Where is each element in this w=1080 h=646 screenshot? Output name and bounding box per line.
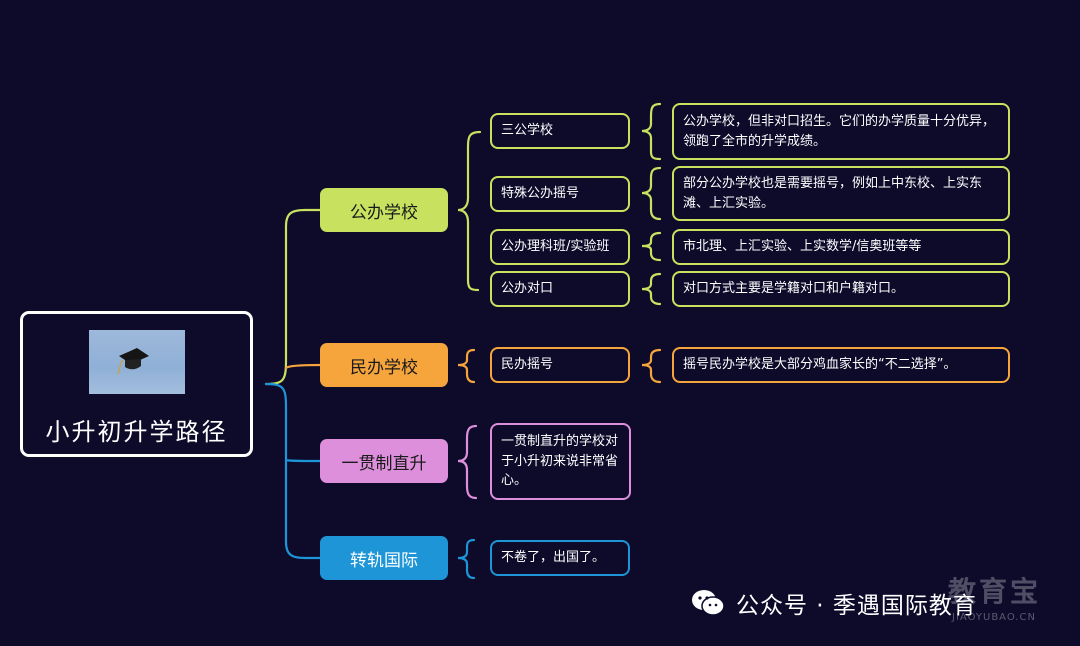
root-title: 小升初升学路径: [45, 418, 228, 446]
category-private-school[interactable]: 民办学校: [320, 343, 448, 387]
item-district-matching[interactable]: 公办对口: [490, 271, 630, 307]
bracket-public-d3: [641, 231, 662, 262]
connector-root-private: [284, 363, 322, 370]
connector-root-public: [264, 208, 322, 386]
bracket-intl: [457, 538, 476, 580]
desc-private-lottery: 摇号民办学校是大部分鸡血家长的“不二选择”。: [672, 347, 1010, 383]
wechat-watermark: 公众号 · 季遇国际教育: [690, 586, 977, 620]
bracket-private: [457, 348, 476, 384]
item-through-train[interactable]: 一贯制直升的学校对于小升初来说非常省心。: [490, 423, 631, 500]
bracket-public-d1: [641, 102, 662, 161]
desc-three-public: 公办学校，但非对口招生。它们的办学质量十分优异，领跑了全市的升学成绩。: [672, 103, 1010, 160]
item-science-class[interactable]: 公办理科班/实验班: [490, 229, 630, 265]
bracket-public-d4: [641, 272, 662, 306]
wechat-icon: [690, 588, 726, 618]
graduation-cap-photo: [88, 330, 185, 394]
bracket-public-d2: [641, 166, 662, 221]
brand-watermark-url: JIAOYUBAO.CN: [952, 612, 1036, 623]
category-public-school[interactable]: 公办学校: [320, 188, 448, 232]
desc-special-lottery: 部分公办学校也是需要摇号，例如上中东校、上实东滩、上汇实验。: [672, 166, 1010, 221]
connector-root-through: [264, 382, 322, 560]
item-private-lottery[interactable]: 民办摇号: [490, 347, 630, 383]
category-international[interactable]: 转轨国际: [320, 536, 448, 580]
bracket-public: [457, 130, 482, 292]
desc-science-class: 市北理、上汇实验、上实数学/信奥班等等: [672, 229, 1010, 265]
category-through-train[interactable]: 一贯制直升: [320, 439, 448, 483]
watermark-text: 公众号 · 季遇国际教育: [736, 593, 977, 619]
desc-district-matching: 对口方式主要是学籍对口和户籍对口。: [672, 271, 1010, 307]
connector-root-pink: [284, 458, 322, 463]
root-node[interactable]: 小升初升学路径: [20, 311, 253, 457]
item-international[interactable]: 不卷了，出国了。: [490, 540, 630, 576]
item-special-lottery[interactable]: 特殊公办摇号: [490, 176, 630, 212]
bracket-private-d1: [641, 348, 662, 384]
item-three-public[interactable]: 三公学校: [490, 113, 630, 149]
brand-watermark: 教育宝: [948, 575, 1042, 608]
bracket-through: [457, 424, 478, 500]
graduation-cap-icon: [116, 348, 149, 375]
